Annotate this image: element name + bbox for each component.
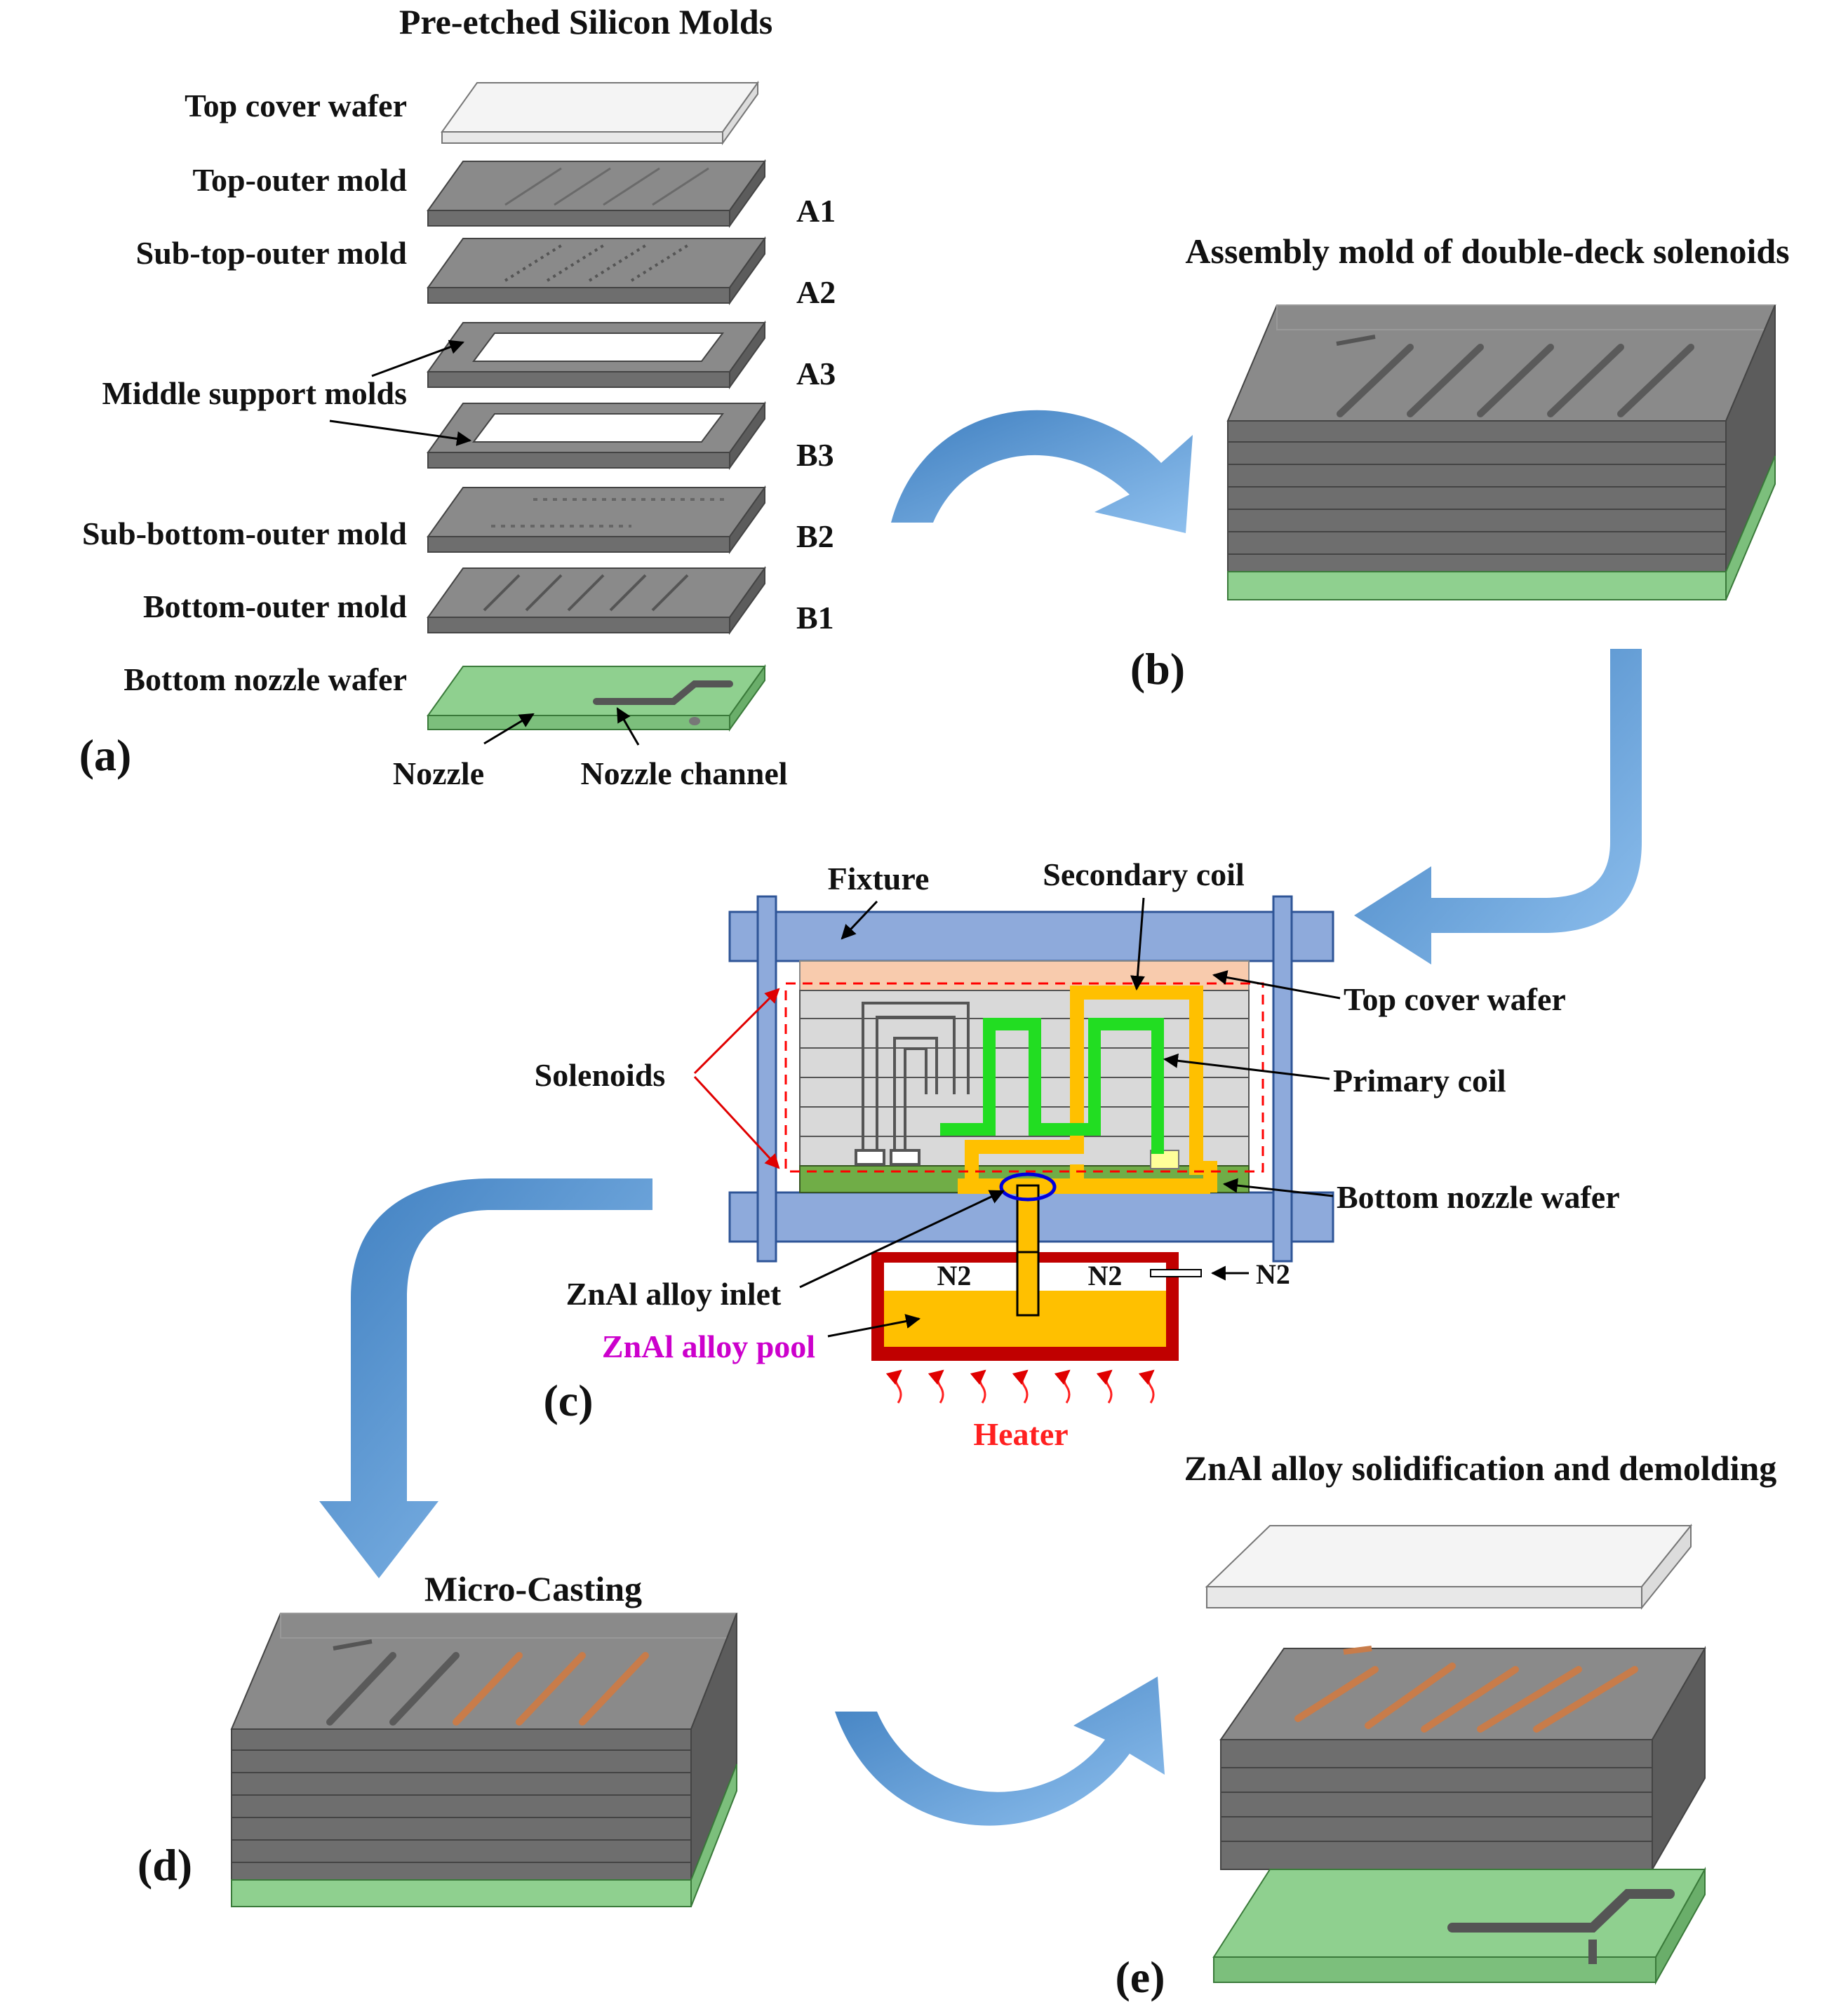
arrow-a-to-b — [891, 410, 1193, 533]
assembled-mold-b — [1226, 304, 1776, 600]
label-nozzle: Nozzle — [393, 755, 484, 791]
label-top-cover-wafer: Top cover wafer — [185, 88, 407, 123]
label-bottom-nozzle-wafer: Bottom nozzle wafer — [123, 661, 407, 697]
pointer-primary-coil — [1163, 1053, 1330, 1080]
code-b1: B1 — [796, 600, 834, 636]
tag-a: (a) — [79, 730, 132, 780]
tag-b: (b) — [1130, 644, 1185, 694]
pointer-inlet — [799, 1190, 1005, 1289]
layer-top-cover-wafer — [441, 80, 759, 146]
label-sub-top-outer-mold: Sub-top-outer mold — [136, 235, 408, 271]
label-solenoids: Solenoids — [535, 1057, 666, 1093]
fixture-top-bar — [728, 910, 1334, 962]
panel-b-title: Assembly mold of double-deck solenoids — [1185, 231, 1789, 271]
code-a2: A2 — [796, 274, 836, 310]
label-top-outer-mold: Top-outer mold — [193, 162, 408, 198]
tag-c: (c) — [543, 1376, 593, 1425]
heater-arrows — [885, 1369, 1155, 1404]
label-heater: Heater — [973, 1416, 1068, 1452]
label-sub-bottom-outer-mold: Sub-bottom-outer mold — [82, 516, 407, 551]
pointer-fixture — [841, 900, 878, 940]
panel-e-title: ZnAl alloy solidification and demolding — [1184, 1449, 1777, 1488]
panel-d-title: Micro-Casting — [424, 1569, 642, 1608]
top-cover-wafer-section — [799, 960, 1250, 991]
label-nozzle-channel: Nozzle channel — [580, 755, 787, 791]
tag-d: (d) — [138, 1840, 192, 1890]
white-coil — [855, 1002, 970, 1166]
label-bottom-outer-mold: Bottom-outer mold — [143, 589, 407, 624]
pointer-nozzle-channel — [616, 707, 640, 746]
fixture-bolt-right — [1272, 895, 1293, 1263]
tag-e: (e) — [1115, 1952, 1165, 2002]
demolded-stack-e — [1219, 1646, 1706, 1872]
label-secondary-coil: Secondary coil — [1043, 856, 1244, 892]
mold-layers-section — [799, 990, 1250, 1167]
label-pool: ZnAl alloy pool — [602, 1329, 815, 1364]
arrow-c-to-d — [319, 1178, 652, 1578]
zn-alloy-pool — [871, 1251, 1202, 1361]
pointer-solenoids-top — [693, 988, 780, 1075]
label-top-cover-wafer-c: Top cover wafer — [1344, 981, 1566, 1017]
pointer-a3 — [371, 340, 464, 377]
label-inlet: ZnAl alloy inlet — [566, 1276, 782, 1312]
label-fixture: Fixture — [828, 861, 930, 896]
code-b2: B2 — [796, 518, 834, 554]
label-n2-inlet: N2 — [1256, 1258, 1290, 1290]
demolded-cover-e — [1205, 1524, 1693, 1610]
inlet-ellipse — [999, 1172, 1057, 1202]
code-b3: B3 — [796, 437, 834, 473]
label-n2-right: N2 — [1088, 1260, 1123, 1291]
demolded-nozzle-wafer-e — [1212, 1867, 1706, 1985]
arrow-b-to-c — [1354, 649, 1642, 965]
pointer-nozzle — [483, 713, 535, 745]
code-a1: A1 — [796, 193, 836, 229]
panel-a-title: Pre-etched Silicon Molds — [399, 2, 772, 41]
arrow-d-to-e — [835, 1676, 1165, 1826]
micro-casting-mold-d — [230, 1613, 738, 1907]
primary-coil-section — [940, 1018, 1164, 1154]
pointer-b3 — [329, 419, 472, 446]
layer-b2 — [427, 485, 766, 555]
label-n2-left: N2 — [937, 1260, 972, 1291]
pointer-secondary-coil — [1130, 897, 1145, 991]
pointer-solenoids-bottom — [693, 1075, 780, 1169]
label-primary-coil: Primary coil — [1333, 1063, 1506, 1098]
label-bottom-nozzle-wafer-c: Bottom nozzle wafer — [1337, 1179, 1620, 1215]
code-a3: A3 — [796, 356, 836, 391]
fixture-bolt-left — [756, 895, 777, 1263]
pointer-bottom-nozzle-wafer — [1222, 1178, 1334, 1197]
layer-b3 — [427, 401, 766, 471]
pointer-pool — [827, 1314, 921, 1338]
label-middle-support-molds: Middle support molds — [102, 375, 407, 411]
layer-b1 — [427, 565, 766, 636]
layer-a1 — [427, 159, 766, 229]
layer-a3 — [427, 320, 766, 390]
pointer-top-cover-wafer — [1212, 970, 1341, 1000]
layer-bottom-nozzle-wafer — [427, 664, 766, 732]
layer-a2 — [427, 236, 766, 306]
solenoid-dashed-box — [784, 982, 1264, 1173]
